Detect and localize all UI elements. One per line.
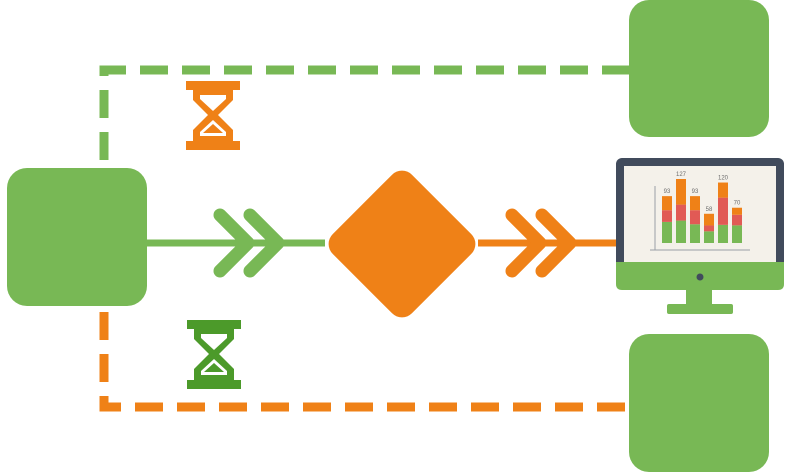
double-chevron-right-icon xyxy=(505,208,577,278)
bottom-dashed-connector xyxy=(99,312,630,412)
mini-bar-segment-orange xyxy=(718,182,728,198)
mini-bar-segment-red xyxy=(718,197,728,225)
power-button xyxy=(696,273,704,281)
mini-bar-segment-orange xyxy=(704,213,714,226)
mini-bar-label: 93 xyxy=(692,189,699,195)
bottom-right-node xyxy=(629,334,769,472)
stacked-bar-chart-icon: 93 127 93 58 120 70 xyxy=(650,172,750,251)
mini-bar-segment-green xyxy=(690,224,700,243)
mini-bar-segment-green xyxy=(732,225,742,243)
mini-bar-segment-red xyxy=(690,210,700,225)
mini-bar-segment-red xyxy=(704,225,714,232)
mini-bar-label: 93 xyxy=(664,189,671,195)
mini-bar-segment-orange xyxy=(690,196,700,211)
monitor-stand-base xyxy=(667,304,733,314)
mini-bar-segment-red xyxy=(676,204,686,221)
mini-bar-segment-green xyxy=(676,220,686,243)
mini-bar-segment-green xyxy=(718,224,728,243)
mini-bar-segment-orange xyxy=(662,196,672,211)
monitor-icon: 93 127 93 58 120 70 xyxy=(616,158,784,314)
mini-bar-segment-green xyxy=(704,231,714,243)
mini-bar-label: 58 xyxy=(706,207,713,213)
mini-bar-segment-orange xyxy=(676,179,686,205)
mini-bar-label: 120 xyxy=(718,176,729,182)
mini-bar-segment-orange xyxy=(732,207,742,215)
mini-bar-label: 127 xyxy=(676,172,687,178)
mini-bar-label: 70 xyxy=(734,201,741,207)
decision-diamond xyxy=(328,170,476,318)
hourglass-icon xyxy=(187,320,241,389)
top-dashed-connector xyxy=(99,65,630,160)
hourglass-icon xyxy=(186,81,240,150)
double-chevron-right-icon xyxy=(213,208,285,278)
source-node xyxy=(7,168,147,306)
mini-bar-segment-red xyxy=(662,210,672,222)
mini-bar-segment-red xyxy=(732,214,742,226)
mini-bar-segment-green xyxy=(662,221,672,243)
top-right-node xyxy=(629,0,769,137)
monitor-stand-neck xyxy=(686,286,712,306)
